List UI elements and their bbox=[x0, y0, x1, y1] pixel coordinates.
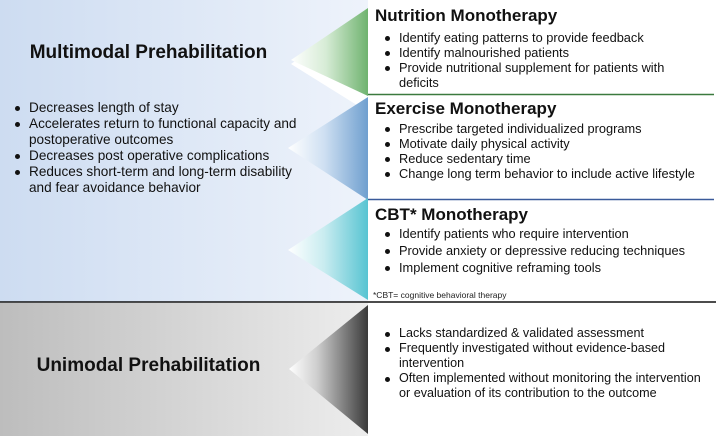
list-item: Identify malnourished patients bbox=[382, 45, 704, 60]
list-item: Lacks standardized & validated assessmen… bbox=[382, 326, 704, 341]
list-item: Reduces short-term and long-term disabil… bbox=[12, 164, 304, 196]
exercise-title: Exercise Monotherapy bbox=[375, 99, 557, 118]
list-item: Decreases post operative complications bbox=[12, 148, 304, 164]
list-item: Prescribe targeted individualized progra… bbox=[382, 121, 704, 136]
unimodal-title: Unimodal Prehabilitation bbox=[36, 355, 261, 376]
list-item: Change long term behavior to include act… bbox=[382, 166, 704, 181]
list-item: Implement cognitive reframing tools bbox=[382, 260, 704, 275]
exercise-list: Prescribe targeted individualized progra… bbox=[382, 121, 704, 181]
cbt-title: CBT* Monotherapy bbox=[375, 205, 528, 224]
nutrition-list: Identify eating patterns to provide feed… bbox=[382, 30, 704, 90]
nutrition-chevron bbox=[291, 8, 368, 96]
list-item: Provide nutritional supplement for patie… bbox=[382, 60, 704, 90]
list-item: Frequently investigated without evidence… bbox=[382, 341, 704, 371]
unimodal-chevron bbox=[289, 305, 368, 434]
multimodal-title: Multimodal Prehabilitation bbox=[29, 42, 268, 63]
multimodal-benefits-list: Decreases length of stay Accelerates ret… bbox=[12, 100, 304, 196]
unimodal-limitations-list: Lacks standardized & validated assessmen… bbox=[382, 326, 704, 401]
exercise-chevron bbox=[288, 97, 368, 200]
cbt-list: Identify patients who require interventi… bbox=[382, 226, 704, 277]
list-item: Identify patients who require interventi… bbox=[382, 226, 704, 241]
list-item: Decreases length of stay bbox=[12, 100, 304, 116]
nutrition-title: Nutrition Monotherapy bbox=[375, 6, 558, 25]
list-item: Reduce sedentary time bbox=[382, 151, 704, 166]
list-item: Often implemented without monitoring the… bbox=[382, 371, 704, 401]
list-item: Accelerates return to functional capacit… bbox=[12, 116, 304, 148]
list-item: Identify eating patterns to provide feed… bbox=[382, 30, 704, 45]
cbt-footnote: *CBT= cognitive behavioral therapy bbox=[373, 290, 507, 300]
list-item: Provide anxiety or depressive reducing t… bbox=[382, 243, 704, 258]
cbt-chevron bbox=[288, 198, 368, 300]
list-item: Motivate daily physical activity bbox=[382, 136, 704, 151]
